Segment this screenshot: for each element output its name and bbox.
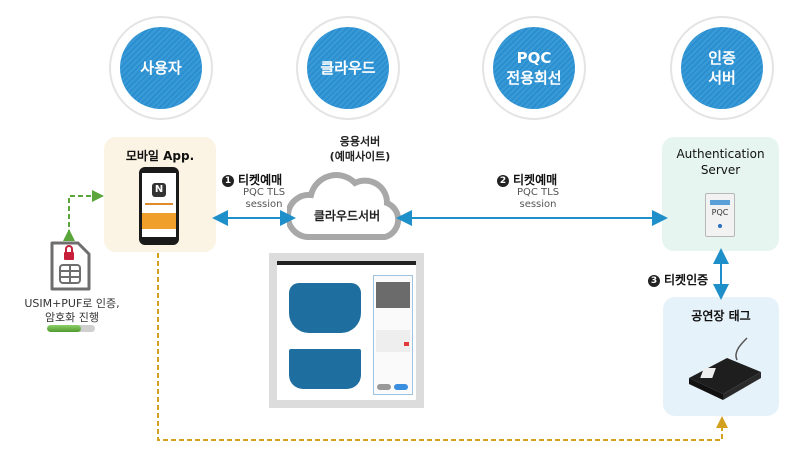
- server-icon: PQC: [705, 193, 735, 237]
- step-2-sub-2: session: [519, 199, 557, 210]
- dash-mobile-venue: [157, 253, 728, 441]
- step-1-sub-1: PQC TLS: [242, 187, 286, 198]
- auth-server-title-1: Authentication: [676, 147, 765, 161]
- smartphone-icon: N: [139, 167, 179, 245]
- circle-auth-server: 인증 서버: [670, 16, 774, 120]
- mobile-app-title: 모바일 App.: [125, 149, 195, 163]
- step-2-number: 2: [497, 175, 509, 187]
- seat-map-lower: [289, 349, 361, 389]
- circle-cloud: 클라우드: [296, 16, 400, 120]
- step-1-title: 티켓예매: [238, 173, 283, 187]
- cloud-caption-2: (예매사이트): [329, 150, 391, 163]
- usim-progress-bar: [47, 325, 95, 332]
- server-pqc-label: PQC: [711, 208, 729, 217]
- circle-pqc-label-2: 전용회선: [506, 69, 562, 87]
- step-2-label: 2 티켓예매: [497, 171, 557, 188]
- auth-server-panel: Authentication Server PQC: [662, 137, 779, 251]
- circle-auth-label-2: 서버: [708, 69, 736, 87]
- circle-user: 사용자: [109, 16, 213, 120]
- step-1-sub-2: session: [245, 199, 283, 210]
- step-3-number: 3: [648, 275, 660, 287]
- booking-sidebar: [373, 275, 413, 395]
- step-1-number: 1: [222, 175, 234, 187]
- step-1-label: 1 티켓예매: [222, 171, 282, 188]
- step-2-sub-1: PQC TLS: [516, 187, 560, 198]
- circle-user-label: 사용자: [140, 59, 182, 77]
- circle-cloud-label: 클라우드: [320, 59, 376, 77]
- cloud-caption-1: 응용서버: [339, 135, 381, 148]
- auth-server-title-2: Server: [700, 163, 741, 177]
- step-2-title: 티켓예매: [513, 173, 558, 187]
- dash-usim-mobile: [63, 190, 104, 241]
- seat-map-upper: [289, 283, 361, 333]
- booking-site-screenshot: [269, 253, 424, 408]
- usim-caption-2: 암호화 진행: [44, 311, 100, 324]
- nfc-reader-icon: [689, 337, 761, 400]
- venue-tag-title: 공연장 태그: [691, 309, 751, 323]
- mobile-app-panel: 모바일 App. N: [104, 137, 216, 252]
- step-3-title: 티켓인증: [664, 273, 709, 287]
- circle-auth-label-1: 인증: [708, 49, 736, 67]
- usim-progress-fill: [47, 325, 81, 332]
- circle-pqc-label-1: PQC: [516, 49, 552, 67]
- usim-chip-icon: [50, 241, 91, 291]
- nfc-icon: N: [152, 183, 166, 197]
- circle-pqc-line: PQC 전용회선: [482, 16, 586, 120]
- step-3-label: 3 티켓인증: [648, 271, 708, 288]
- usim-caption-1: USIM+PUF로 인증,: [24, 297, 120, 310]
- cloud-server-label: 클라우드서버: [313, 209, 381, 223]
- venue-tag-panel: 공연장 태그: [663, 297, 779, 416]
- cloud-icon: [287, 172, 402, 240]
